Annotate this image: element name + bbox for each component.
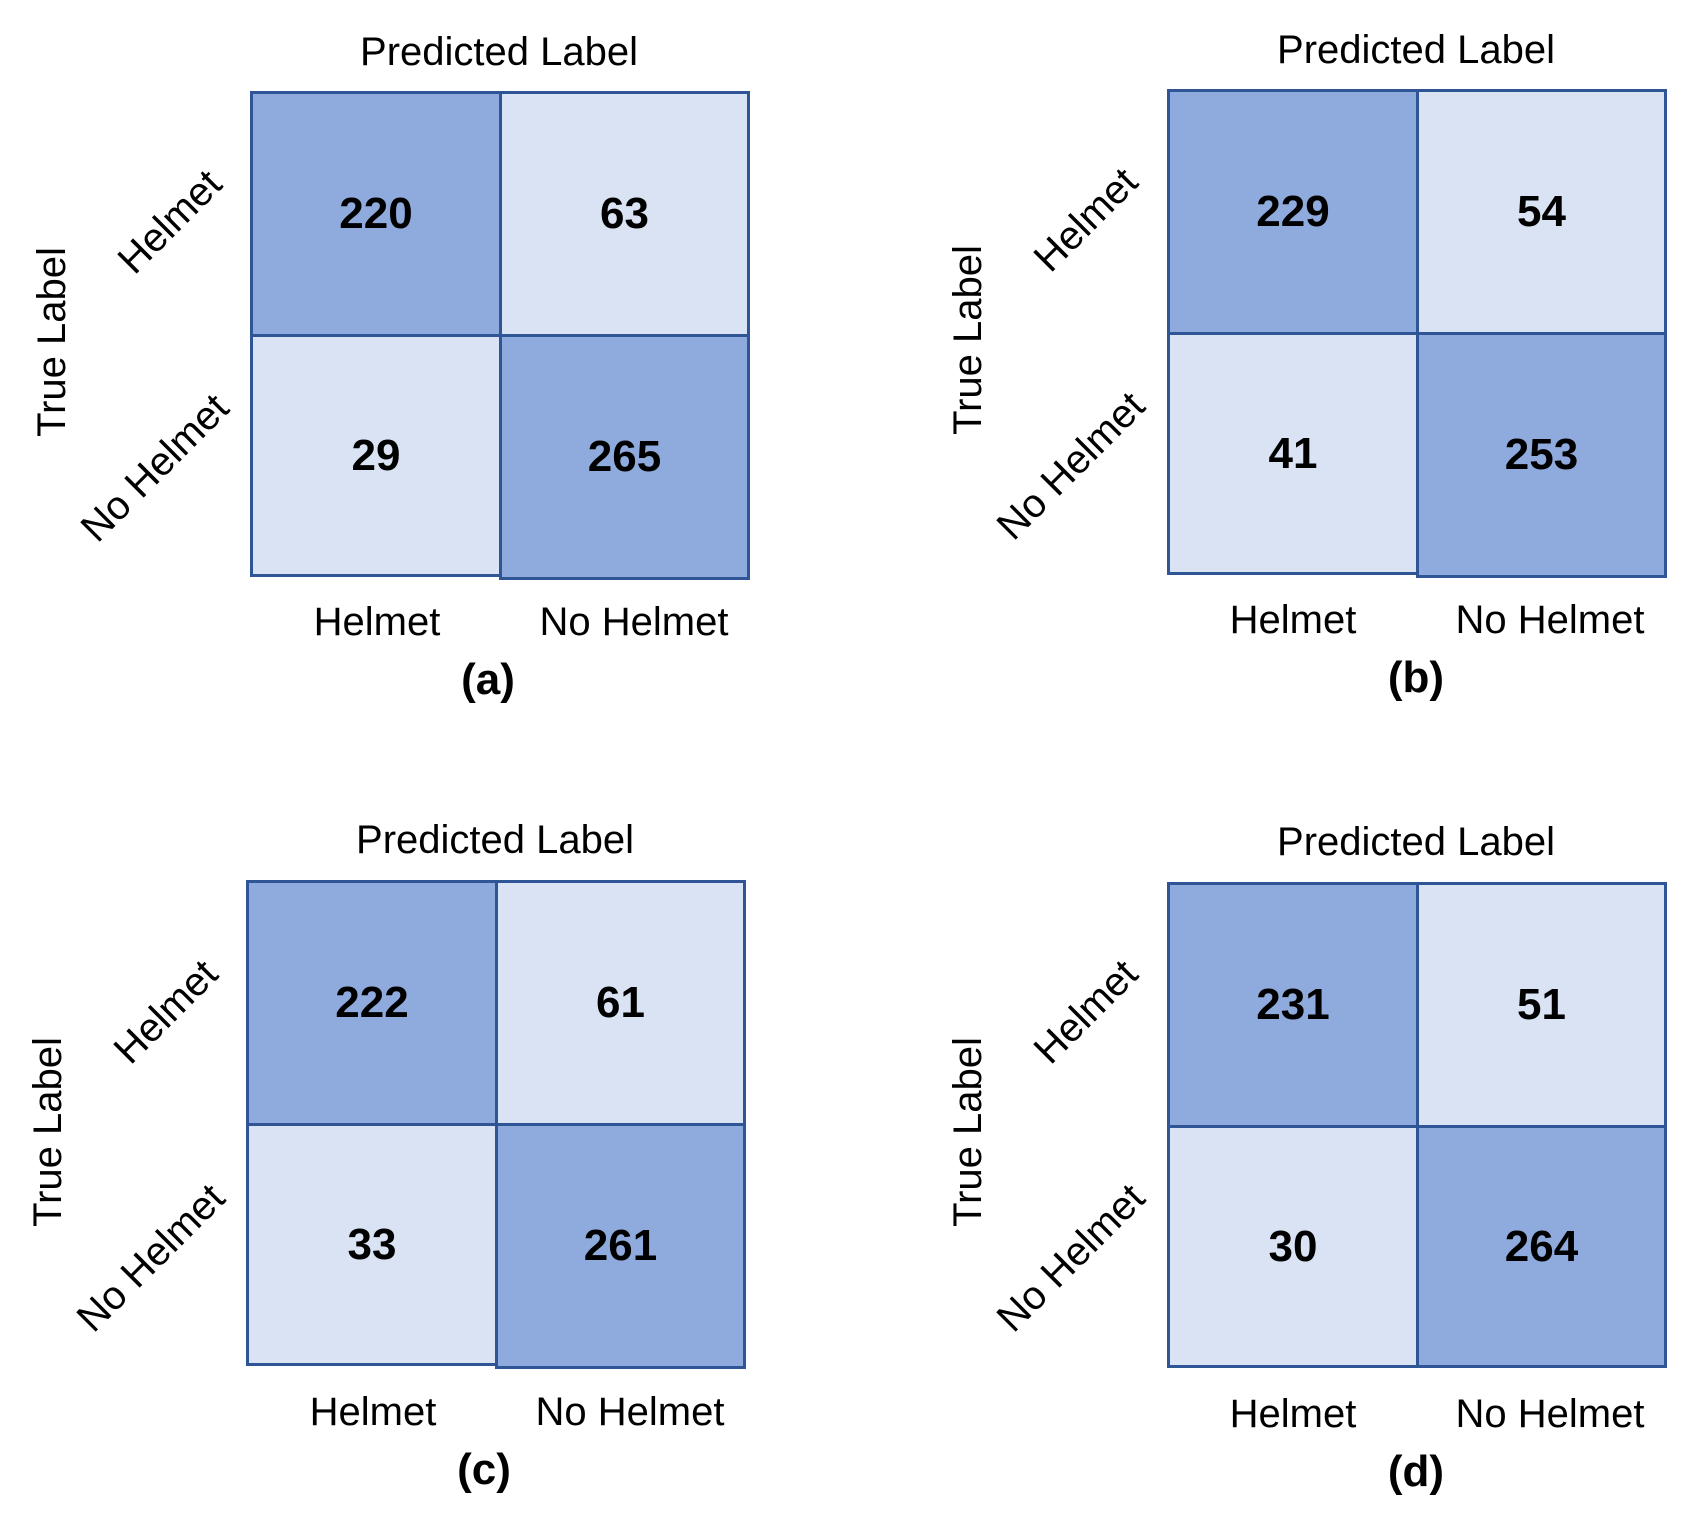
col-label-no-helmet: No Helmet	[1455, 1392, 1645, 1436]
cell-true-helmet-pred-no-helmet: 51	[1416, 882, 1667, 1128]
true-label-axis-title: True Label	[26, 1037, 70, 1227]
row-label-no-helmet: No Helmet	[68, 1175, 234, 1341]
row-label-helmet: Helmet	[1025, 951, 1147, 1073]
predicted-label-title: Predicted Label	[360, 30, 638, 74]
col-label-helmet: Helmet	[1229, 1392, 1357, 1436]
cell-true-no-helmet-pred-helmet: 29	[250, 334, 502, 577]
cell-true-helmet-pred-helmet: 231	[1167, 882, 1419, 1128]
col-label-helmet: Helmet	[313, 600, 441, 644]
cell-true-helmet-pred-no-helmet: 54	[1416, 89, 1667, 335]
cell-true-no-helmet-pred-no-helmet: 264	[1416, 1125, 1667, 1368]
panel-tag: (a)	[461, 655, 515, 704]
row-label-helmet: Helmet	[1025, 159, 1147, 281]
cell-true-helmet-pred-no-helmet: 61	[495, 880, 746, 1126]
confusion-matrix-panel-b: Predicted Label True Label Helmet No Hel…	[0, 0, 1667, 762]
cell-true-no-helmet-pred-helmet: 33	[246, 1123, 498, 1366]
confusion-matrix-grid: 222 61 33 261	[246, 880, 746, 1369]
col-label-helmet: Helmet	[1229, 598, 1357, 642]
predicted-label-title: Predicted Label	[1277, 28, 1555, 72]
cell-true-no-helmet-pred-helmet: 41	[1167, 332, 1419, 575]
confusion-matrix-grid: 220 63 29 265	[250, 91, 750, 580]
panel-tag: (b)	[1387, 653, 1445, 702]
col-label-no-helmet: No Helmet	[539, 600, 729, 644]
panel-tag: (d)	[1387, 1447, 1445, 1496]
cell-true-no-helmet-pred-helmet: 30	[1167, 1125, 1419, 1368]
cell-true-helmet-pred-no-helmet: 63	[499, 91, 750, 337]
cell-true-no-helmet-pred-no-helmet: 261	[495, 1123, 746, 1369]
confusion-matrix-grid: 229 54 41 253	[1167, 89, 1667, 578]
col-label-helmet: Helmet	[309, 1390, 437, 1434]
row-label-no-helmet: No Helmet	[988, 1175, 1154, 1341]
predicted-label-title: Predicted Label	[356, 818, 634, 862]
confusion-matrix-grid: 231 51 30 264	[1167, 882, 1667, 1370]
col-label-no-helmet: No Helmet	[535, 1390, 725, 1434]
confusion-matrix-panel-a: Predicted Label True Label Helmet No Hel…	[0, 0, 844, 762]
cell-true-helmet-pred-helmet: 229	[1167, 89, 1419, 335]
confusion-matrix-panel-d: Predicted Label True Label Helmet No Hel…	[0, 0, 1667, 1494]
cell-true-no-helmet-pred-no-helmet: 265	[499, 334, 750, 580]
confusion-matrix-panel-c: Predicted Label True Label Helmet No Hel…	[0, 0, 844, 1492]
cell-true-helmet-pred-helmet: 220	[250, 91, 502, 337]
col-label-no-helmet: No Helmet	[1455, 598, 1645, 642]
cell-true-helmet-pred-helmet: 222	[246, 880, 498, 1126]
true-label-axis-title: True Label	[946, 245, 990, 435]
row-label-no-helmet: No Helmet	[988, 383, 1154, 549]
predicted-label-title: Predicted Label	[1277, 820, 1555, 864]
cell-true-no-helmet-pred-no-helmet: 253	[1416, 332, 1667, 578]
row-label-helmet: Helmet	[105, 951, 227, 1073]
true-label-axis-title: True Label	[946, 1037, 990, 1227]
panel-tag: (c)	[457, 1445, 511, 1494]
